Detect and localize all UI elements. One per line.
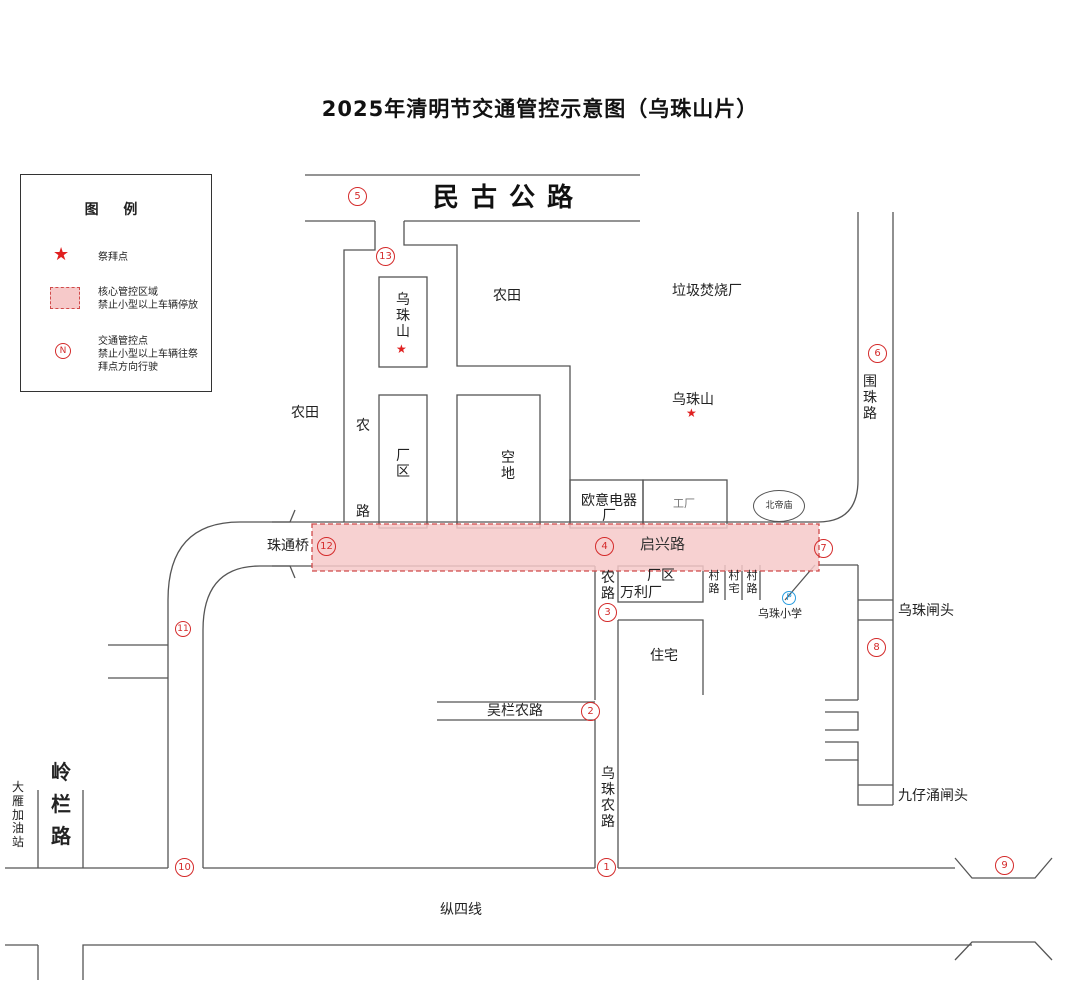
jiuzai-sluice-label: 九仔涌闸头 [898,788,968,804]
residential-block [618,619,704,695]
wuzhu-sluice-label: 乌珠闸头 [898,603,954,619]
control-point-1: 1 [597,858,616,877]
village-house-label: 村宅 [728,569,740,595]
legend-control-point-icon: N [55,343,71,359]
factory-area-2-label: 厂区 [647,568,675,584]
zongsi-road-label: 纵四线 [440,902,482,918]
wuzhu-school-label: 乌珠小学 [758,607,802,620]
bridge-mark-bottom [272,565,296,579]
zongsi-south [82,944,972,980]
control-point-10: 10 [175,858,194,877]
wuzhushan-block [378,276,428,368]
weizhu-road-left [817,212,859,523]
core-control-zone [311,523,820,572]
vacant-lot-label: 空地 [501,450,515,483]
village-road-label-1: 村路 [708,569,720,595]
jiuzai-sluice-bottom [857,760,893,806]
legend-box: 图 例 ★ 祭拜点 核心管控区域 禁止小型以上车辆停放 N 交通管控点 禁止小型… [20,174,212,392]
control-point-11: 11 [175,621,191,637]
residential-label: 住宅 [650,648,678,664]
legend-zone-label: 核心管控区域 禁止小型以上车辆停放 [98,287,198,311]
control-point-12: 12 [317,537,336,556]
nonglu-right-edge [403,221,571,522]
dayan-gas-station-label: 大雁加油站 [11,780,24,850]
village-road-label-2: 村路 [746,569,758,595]
map-title: 2025年清明节交通管控示意图（乌珠山片） [321,97,759,121]
wanli-factory-label: 万利厂 [620,585,662,601]
worship-point-star-icon: ★ [686,406,697,420]
nonglu-label-char2: 路 [356,504,370,520]
stub-3 [825,741,859,761]
legend-heading: 图 例 [84,202,148,218]
nonglu-right-label: 农路 [601,570,615,603]
parking-icon: P [782,591,796,605]
legend-control-point-label: 交通管控点 禁止小型以上车辆往祭 拜点方向行驶 [98,336,198,373]
nonglu-label-char1: 农 [356,418,370,434]
control-point-13: 13 [376,247,395,266]
farmland-left-label: 农田 [291,405,319,421]
zhutongqiao-label: 珠通桥 [267,538,309,554]
control-point-4: 4 [595,537,614,556]
wulan-road-label: 吴栏农路 [487,703,543,719]
wuzhushan-label: 乌珠山 [672,392,714,408]
zhutong-outer-curve [167,521,290,868]
farmland-top-label: 农田 [493,288,521,304]
wuzhu-nong-road-label: 乌珠农路 [601,766,615,831]
control-point-8: 8 [867,638,886,657]
nonglu-left-edge [343,221,376,522]
weizhu-road-label: 围珠路 [863,374,877,423]
worship-point-star-icon-2: ★ [396,342,407,356]
control-point-6: 6 [868,344,887,363]
zongsi-bend-bottom [954,941,1053,961]
ouyi-factory-label: 欧意电器厂 [581,493,637,525]
legend-zone-swatch [50,287,80,309]
legend-star-label: 祭拜点 [98,252,128,263]
linglan-road-label: 岭栏路 [51,760,71,848]
zongsi-bend-9 [954,857,1053,879]
factory-area-1-label: 厂区 [396,448,410,481]
control-point-7: 7 [814,539,833,558]
control-point-3: 3 [598,603,617,622]
qixing-road-label: 启兴路 [640,535,686,553]
beidi-temple-label: 北帝庙 [753,490,805,522]
zhutong-inner-curve [202,565,290,868]
incinerator-label: 垃圾焚烧厂 [672,283,742,299]
control-point-2: 2 [581,702,600,721]
legend-star-icon: ★ [53,244,70,265]
minggu-road-label: 民古公路 [433,183,586,213]
stub-2 [825,711,859,731]
control-point-9: 9 [995,856,1014,875]
bridge-mark-top [272,509,296,523]
wulan-road-south [437,719,596,868]
factory-label: 工厂 [673,497,695,510]
control-point-5: 5 [348,187,367,206]
wuzhushan-block-label: 乌珠山 [396,292,410,341]
